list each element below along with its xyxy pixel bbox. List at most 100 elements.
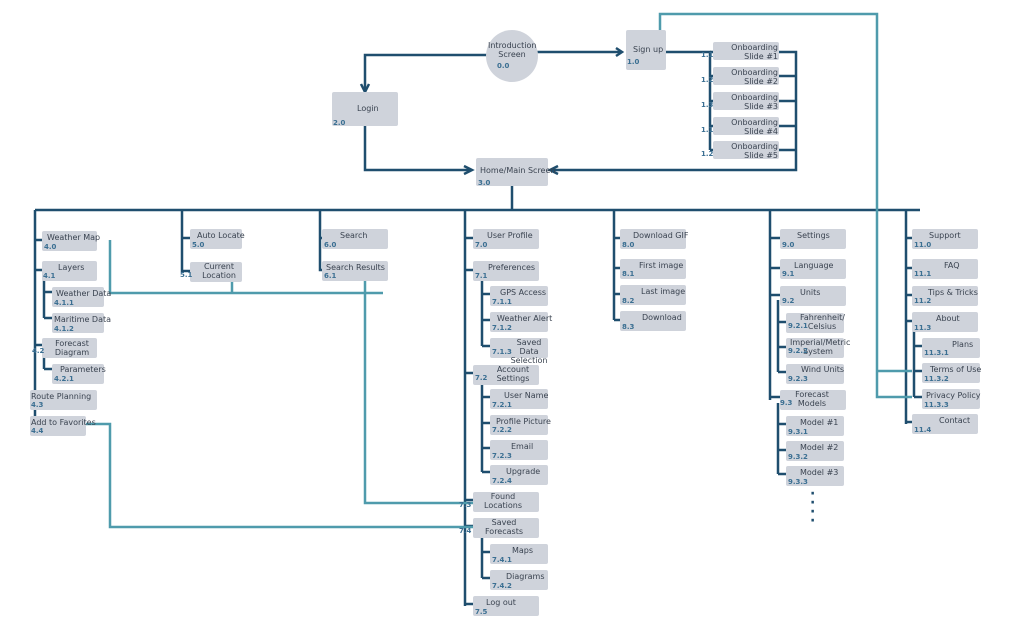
- support-node[interactable]: [912, 229, 978, 249]
- privacy-node[interactable]: [922, 389, 980, 409]
- found-locations-num: 7.3: [459, 501, 472, 509]
- onboarding-2-node[interactable]: [713, 67, 779, 85]
- current-location-node[interactable]: [190, 262, 242, 282]
- model-1-label: Model #1: [800, 418, 839, 427]
- maritime-data-node[interactable]: [52, 313, 104, 333]
- fahrenheit-node[interactable]: [786, 313, 844, 333]
- saved-data-node[interactable]: [490, 338, 548, 358]
- weather-data-node[interactable]: [52, 287, 104, 307]
- model-3-num: 9.3.3: [788, 478, 808, 486]
- wind-units-node[interactable]: [786, 364, 844, 384]
- plans-node[interactable]: [922, 338, 980, 358]
- privacy-label: Privacy Policy: [926, 391, 981, 400]
- download-num: 8.3: [622, 323, 635, 331]
- weather-map-num: 4.0: [44, 243, 57, 251]
- search-label: Search: [340, 231, 368, 240]
- wind-units-num: 9.2.3: [788, 375, 808, 383]
- add-favorites-node[interactable]: [30, 416, 86, 436]
- model-1-num: 9.3.1: [788, 428, 808, 436]
- weather-map-node[interactable]: [42, 231, 97, 251]
- download-node[interactable]: [620, 311, 686, 331]
- units-num: 9.2: [782, 297, 795, 305]
- layers-node[interactable]: [42, 261, 97, 281]
- diagrams-node[interactable]: [490, 570, 548, 590]
- settings-models-rail: [776, 403, 786, 476]
- last-image-node[interactable]: [620, 285, 686, 305]
- preferences-node[interactable]: [473, 261, 539, 281]
- model-3-node[interactable]: [786, 466, 844, 486]
- weather-map-label: Weather Map: [47, 233, 101, 242]
- search-results-node[interactable]: [322, 261, 388, 281]
- weather-alert-node[interactable]: [490, 312, 548, 332]
- signup-node[interactable]: [626, 30, 666, 70]
- settings-node[interactable]: [780, 229, 846, 249]
- upgrade-num: 7.2.4: [492, 477, 512, 485]
- onboarding-5-node[interactable]: [713, 141, 779, 159]
- user-profile-node[interactable]: [473, 229, 539, 249]
- fahrenheit-label: Fahrenheit/ Celsius: [800, 313, 845, 331]
- onboarding-3-node[interactable]: [713, 92, 779, 110]
- teal-signup-privacy: [658, 12, 912, 399]
- forecast-diagram-node[interactable]: [42, 338, 97, 358]
- preferences-num: 7.1: [475, 272, 488, 280]
- maritime-data-label: Maritime Data: [54, 315, 112, 324]
- logout-node[interactable]: [473, 596, 539, 616]
- contact-label: Contact: [939, 416, 971, 425]
- model-2-node[interactable]: [786, 441, 844, 461]
- onboarding-3-label: Onboarding Slide #3: [731, 93, 778, 111]
- first-image-num: 8.1: [622, 270, 635, 278]
- auto-locate-node[interactable]: [190, 229, 242, 249]
- download-gif-node[interactable]: [620, 229, 686, 249]
- upgrade-node[interactable]: [490, 465, 548, 485]
- email-node[interactable]: [490, 440, 548, 460]
- home-label: Home/Main Screen: [480, 166, 556, 175]
- about-node[interactable]: [912, 312, 978, 332]
- user-profile-label: User Profile: [487, 231, 533, 240]
- units-node[interactable]: [780, 286, 846, 306]
- faq-node[interactable]: [912, 259, 978, 279]
- account-settings-num: 7.2: [475, 374, 488, 382]
- privacy-num: 11.3.3: [924, 401, 949, 409]
- login-node[interactable]: [332, 92, 398, 126]
- onboarding-2-label: Onboarding Slide #2: [731, 68, 778, 86]
- current-location-label: Current Location: [202, 262, 236, 280]
- user-profile-num: 7.0: [475, 241, 488, 249]
- weather-alert-label: Weather Alert: [497, 314, 553, 323]
- imperial-metric-node[interactable]: [786, 338, 844, 358]
- tips-tricks-node[interactable]: [912, 286, 978, 306]
- route-planning-node[interactable]: [30, 390, 97, 410]
- forecast-models-node[interactable]: [780, 390, 846, 410]
- gps-access-num: 7.1.1: [492, 298, 512, 306]
- home-node[interactable]: [476, 158, 548, 186]
- model-1-node[interactable]: [786, 416, 844, 436]
- forecast-models-num: 9.3: [780, 399, 793, 407]
- fahrenheit-num: 9.2.1: [788, 322, 808, 330]
- support-rail: [904, 210, 912, 424]
- layers-num: 4.1: [43, 272, 56, 280]
- user-name-node[interactable]: [490, 389, 548, 409]
- saved-forecasts-node[interactable]: [473, 518, 539, 538]
- contact-node[interactable]: [912, 414, 978, 434]
- parameters-node[interactable]: [52, 364, 104, 384]
- upgrade-label: Upgrade: [506, 467, 541, 476]
- onboarding-4-node[interactable]: [713, 117, 779, 135]
- account-settings-node[interactable]: [473, 365, 539, 385]
- onboarding-5-label: Onboarding Slide #5: [731, 142, 778, 160]
- up-rail: [463, 210, 473, 606]
- imperial-metric-num: 9.2.2: [788, 347, 808, 355]
- profile-picture-num: 7.2.2: [492, 426, 512, 434]
- onboarding-1-node[interactable]: [713, 42, 779, 60]
- language-node[interactable]: [780, 259, 846, 279]
- profile-picture-node[interactable]: [490, 415, 548, 435]
- wm-layers-rail: [42, 275, 52, 320]
- route-planning-num: 4.3: [31, 401, 44, 409]
- wm-ticks: [35, 238, 42, 424]
- settings-label: Settings: [797, 231, 830, 240]
- terms-node[interactable]: [922, 363, 980, 383]
- maps-node[interactable]: [490, 544, 548, 564]
- intro-screen-node[interactable]: [486, 30, 538, 82]
- gps-access-node[interactable]: [490, 286, 548, 306]
- first-image-node[interactable]: [620, 259, 686, 279]
- search-node[interactable]: [322, 229, 388, 249]
- found-locations-node[interactable]: [473, 492, 539, 512]
